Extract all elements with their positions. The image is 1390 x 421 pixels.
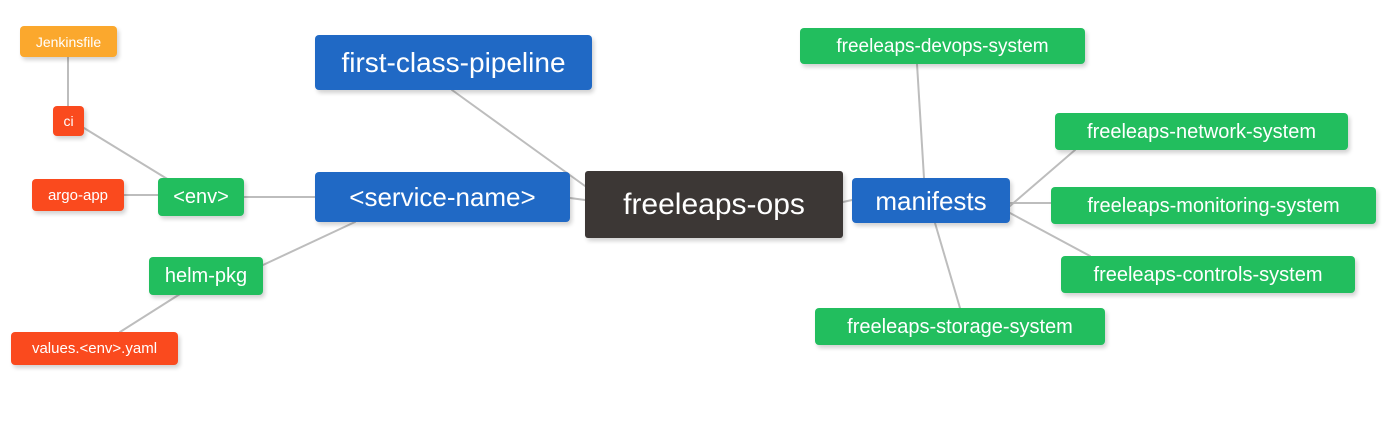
node-label: freeleaps-devops-system: [836, 35, 1049, 57]
node-freeleaps-storage-system[interactable]: freeleaps-storage-system: [815, 308, 1105, 345]
node-values-yaml[interactable]: values.<env>.yaml: [11, 332, 178, 365]
node-label: first-class-pipeline: [341, 46, 566, 78]
node-helm-pkg[interactable]: helm-pkg: [149, 257, 263, 295]
node-label: <service-name>: [349, 182, 536, 212]
node-env[interactable]: <env>: [158, 178, 244, 216]
edge-freeleaps-ops-to-service-name: [569, 197, 586, 201]
node-label: freeleaps-controls-system: [1093, 263, 1323, 286]
node-label: freeleaps-network-system: [1087, 120, 1316, 143]
node-label: ci: [63, 113, 74, 129]
node-label: <env>: [173, 186, 229, 208]
node-freeleaps-controls-system[interactable]: freeleaps-controls-system: [1061, 256, 1355, 293]
node-freeleaps-ops[interactable]: freeleaps-ops: [585, 171, 843, 238]
edge-manifests-to-freeleaps-storage-system: [934, 222, 961, 309]
node-freeleaps-devops-system[interactable]: freeleaps-devops-system: [800, 28, 1085, 64]
edge-freeleaps-ops-to-manifests: [842, 199, 853, 203]
node-ci[interactable]: ci: [53, 106, 84, 136]
node-jenkinsfile[interactable]: Jenkinsfile: [20, 26, 117, 57]
node-first-class-pipeline[interactable]: first-class-pipeline: [315, 35, 592, 90]
node-label: freeleaps-monitoring-system: [1087, 194, 1340, 217]
node-manifests[interactable]: manifests: [852, 178, 1010, 223]
node-label: freeleaps-ops: [623, 187, 805, 221]
node-label: helm-pkg: [164, 265, 248, 287]
node-freeleaps-monitoring-system[interactable]: freeleaps-monitoring-system: [1051, 187, 1376, 224]
node-label: Jenkinsfile: [35, 33, 102, 50]
edge-manifests-to-freeleaps-devops-system: [916, 63, 925, 179]
node-service-name[interactable]: <service-name>: [315, 172, 570, 222]
edge-helm-pkg-to-values-yaml: [119, 293, 181, 333]
node-label: argo-app: [47, 186, 109, 204]
edge-service-name-to-helm-pkg: [262, 221, 356, 266]
node-argo-app[interactable]: argo-app: [32, 179, 124, 211]
node-label: manifests: [875, 185, 987, 216]
node-label: freeleaps-storage-system: [847, 315, 1073, 338]
node-freeleaps-network-system[interactable]: freeleaps-network-system: [1055, 113, 1348, 150]
node-label: values.<env>.yaml: [31, 340, 158, 357]
